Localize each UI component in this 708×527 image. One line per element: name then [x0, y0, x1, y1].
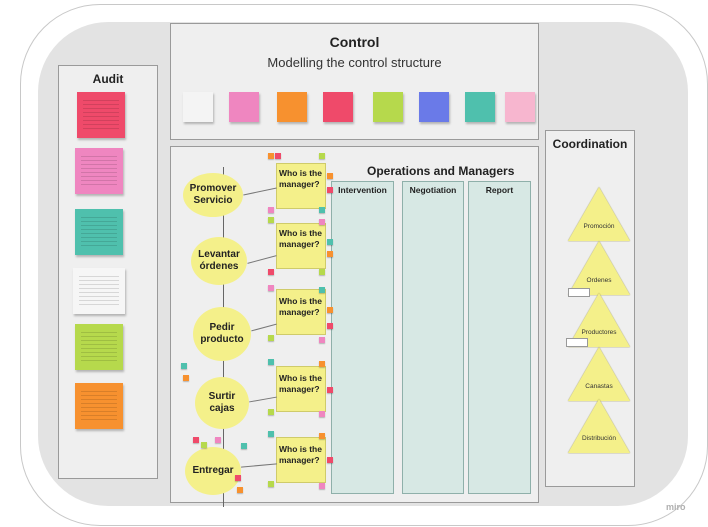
mini-sticky-note[interactable] [319, 361, 325, 367]
who-is-manager-card[interactable]: Who is the manager? [276, 437, 326, 483]
process-label: Promover Servicio [189, 183, 237, 206]
mini-sticky-note[interactable] [327, 457, 333, 463]
coordination-label: Ordenes [586, 277, 612, 284]
mini-sticky-note[interactable] [327, 251, 333, 257]
process-surtir-cajas[interactable]: Surtir cajas [195, 377, 249, 429]
mini-sticky-note[interactable] [319, 337, 325, 343]
mini-sticky-note[interactable] [327, 173, 333, 179]
audit-frame[interactable]: Audit [58, 65, 158, 479]
who-is-manager-card[interactable]: Who is the manager? [276, 163, 326, 209]
mini-sticky-note[interactable] [319, 269, 325, 275]
mini-sticky-note[interactable] [268, 409, 274, 415]
column-header: Report [485, 185, 514, 195]
who-is-manager-card[interactable]: Who is the manager? [276, 223, 326, 269]
coordination-label: Promoción [583, 223, 615, 230]
operations-title: Operations and Managers [367, 164, 515, 178]
mini-sticky-note[interactable] [319, 287, 325, 293]
control-frame[interactable]: Control Modelling the control structure [170, 23, 539, 140]
mini-sticky-note[interactable] [237, 487, 243, 493]
palette-sticky-note[interactable] [183, 92, 213, 122]
palette-sticky-note[interactable] [277, 92, 307, 122]
process-label: Pedir producto [200, 322, 244, 345]
audit-sticky-note[interactable] [75, 209, 123, 255]
audit-sticky-note[interactable] [73, 268, 125, 314]
mini-sticky-note[interactable] [327, 307, 333, 313]
mini-sticky-note[interactable] [319, 483, 325, 489]
column-intervention[interactable]: Intervention [331, 181, 394, 494]
comment-tag[interactable] [566, 338, 588, 347]
column-report[interactable]: Report [468, 181, 531, 494]
connector-line [249, 396, 277, 403]
coordination-label: Distribución [582, 435, 616, 442]
process-label: Levantar órdenes [198, 249, 240, 272]
process-label: Entregar [192, 465, 234, 476]
palette-sticky-note[interactable] [419, 92, 449, 122]
coordination-triangle[interactable] [568, 399, 630, 453]
palette-sticky-note[interactable] [505, 92, 535, 122]
mini-sticky-note[interactable] [241, 443, 247, 449]
mini-sticky-note[interactable] [201, 442, 207, 448]
process-label: Surtir cajas [208, 391, 236, 414]
process-entregar[interactable]: Entregar [185, 447, 241, 495]
palette-sticky-note[interactable] [465, 92, 495, 122]
comment-tag[interactable] [568, 288, 590, 297]
mini-sticky-note[interactable] [327, 187, 333, 193]
audit-sticky-note[interactable] [75, 324, 123, 370]
mini-sticky-note[interactable] [215, 437, 221, 443]
mini-sticky-note[interactable] [268, 269, 274, 275]
coordination-title: Coordination [552, 137, 628, 151]
mini-sticky-note[interactable] [319, 153, 325, 159]
mini-sticky-note[interactable] [327, 323, 333, 329]
connector-line [243, 187, 277, 196]
mini-sticky-note[interactable] [268, 285, 274, 291]
mini-sticky-note[interactable] [275, 153, 281, 159]
miro-watermark: miro [666, 502, 686, 512]
control-title: Control [329, 34, 380, 50]
who-is-manager-card[interactable]: Who is the manager? [276, 289, 326, 335]
who-is-manager-card[interactable]: Who is the manager? [276, 366, 326, 412]
mini-sticky-note[interactable] [268, 217, 274, 223]
mini-sticky-note[interactable] [183, 375, 189, 381]
column-negotiation[interactable]: Negotiation [402, 181, 464, 494]
mini-sticky-note[interactable] [268, 207, 274, 213]
column-header: Negotiation [409, 185, 457, 195]
control-subtitle: Modelling the control structure [267, 55, 442, 70]
mini-sticky-note[interactable] [268, 335, 274, 341]
audit-sticky-note[interactable] [77, 92, 125, 138]
palette-sticky-note[interactable] [373, 92, 403, 122]
mini-sticky-note[interactable] [235, 475, 241, 481]
mini-sticky-note[interactable] [319, 411, 325, 417]
mini-sticky-note[interactable] [319, 433, 325, 439]
audit-sticky-note[interactable] [75, 148, 123, 194]
connector-line [241, 463, 277, 468]
palette-sticky-note[interactable] [229, 92, 259, 122]
process-promover-servicio[interactable]: Promover Servicio [183, 173, 243, 217]
coordination-triangle[interactable] [568, 241, 630, 295]
coordination-label: Canastas [585, 383, 613, 390]
mini-sticky-note[interactable] [319, 219, 325, 225]
audit-sticky-note[interactable] [75, 383, 123, 429]
operations-frame[interactable]: Operations and Managers Intervention Neg… [170, 146, 539, 507]
mini-sticky-note[interactable] [268, 431, 274, 437]
mini-sticky-note[interactable] [268, 153, 274, 159]
connector-line [251, 323, 277, 332]
mini-sticky-note[interactable] [268, 481, 274, 487]
mini-sticky-note[interactable] [181, 363, 187, 369]
mini-sticky-note[interactable] [327, 239, 333, 245]
coordination-triangle[interactable] [568, 347, 630, 401]
process-levantar-ordenes[interactable]: Levantar órdenes [191, 237, 247, 285]
coordination-label: Productores [581, 329, 617, 336]
connector-line [247, 255, 277, 264]
mini-sticky-note[interactable] [268, 359, 274, 365]
process-pedir-producto[interactable]: Pedir producto [193, 307, 251, 361]
audit-title: Audit [92, 72, 124, 86]
mini-sticky-note[interactable] [327, 387, 333, 393]
coordination-triangle[interactable] [568, 187, 630, 241]
palette-sticky-note[interactable] [323, 92, 353, 122]
mini-sticky-note[interactable] [319, 207, 325, 213]
mini-sticky-note[interactable] [193, 437, 199, 443]
column-header: Intervention [338, 185, 387, 195]
